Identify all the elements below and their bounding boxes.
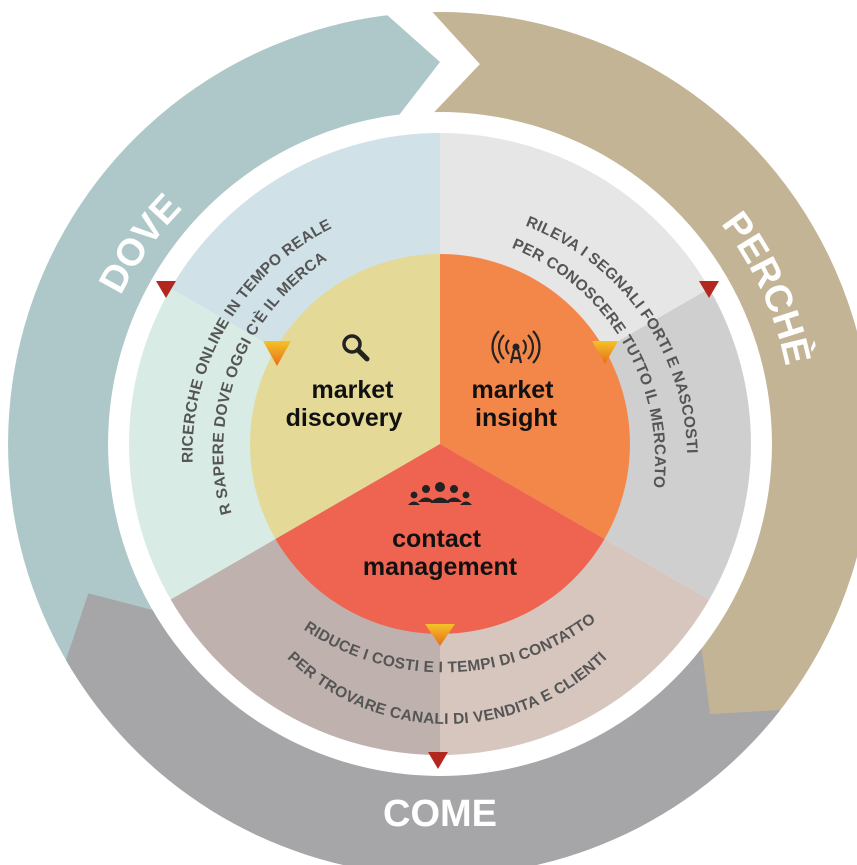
marker-insight xyxy=(592,341,618,364)
core-sector-contact xyxy=(275,444,605,634)
come-label: COME xyxy=(383,793,497,835)
marker-perche-boundary xyxy=(699,281,719,298)
come-arc xyxy=(65,593,781,865)
magnifier-icon xyxy=(342,334,370,362)
marker-dove-boundary xyxy=(156,281,176,298)
core-sector-discovery xyxy=(250,254,440,539)
marker-come-boundary xyxy=(428,752,448,769)
contact-title: contact management xyxy=(363,525,518,581)
people-group-icon xyxy=(408,482,472,505)
core-sector-insight xyxy=(440,254,630,539)
marker-contact xyxy=(425,624,455,646)
core-markers xyxy=(263,341,618,646)
perche-arc xyxy=(432,12,857,765)
signal-tower-icon xyxy=(491,330,541,364)
outer-ring xyxy=(8,12,857,865)
ring-markers xyxy=(156,281,719,769)
discovery-title: market discovery xyxy=(286,376,403,432)
marker-discovery xyxy=(263,341,291,366)
insight-title: market insight xyxy=(472,376,561,432)
dove-arc xyxy=(8,15,441,739)
core-pie xyxy=(250,254,630,634)
